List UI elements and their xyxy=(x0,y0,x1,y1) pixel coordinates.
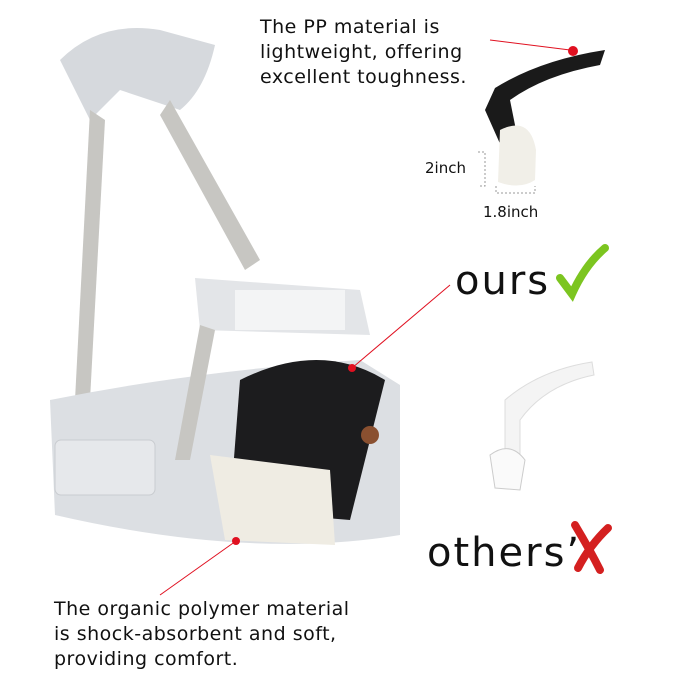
others-label: others’ xyxy=(427,530,582,576)
polymer-callout-line-1: The organic polymer material xyxy=(54,598,350,620)
cross-icon xyxy=(571,521,612,574)
hip-seat-carrier-image xyxy=(50,28,400,545)
width-dimension: 1.8inch xyxy=(483,203,539,221)
height-dimension: 2inch xyxy=(425,159,466,177)
pp-callout-line-1: The PP material is xyxy=(260,16,440,38)
callout-line xyxy=(351,284,451,369)
pp-callout-line-3: excellent toughness. xyxy=(260,66,467,88)
pp-insert-image xyxy=(478,39,605,194)
others-insert-image xyxy=(489,361,595,491)
check-icon xyxy=(556,244,609,302)
ours-label: ours xyxy=(455,258,551,304)
polymer-callout-line-3: providing comfort. xyxy=(54,648,239,670)
callout-line xyxy=(159,540,237,596)
polymer-callout-line-2: is shock-absorbent and soft, xyxy=(54,623,337,645)
pp-callout-line-2: lightweight, offering xyxy=(260,41,463,63)
